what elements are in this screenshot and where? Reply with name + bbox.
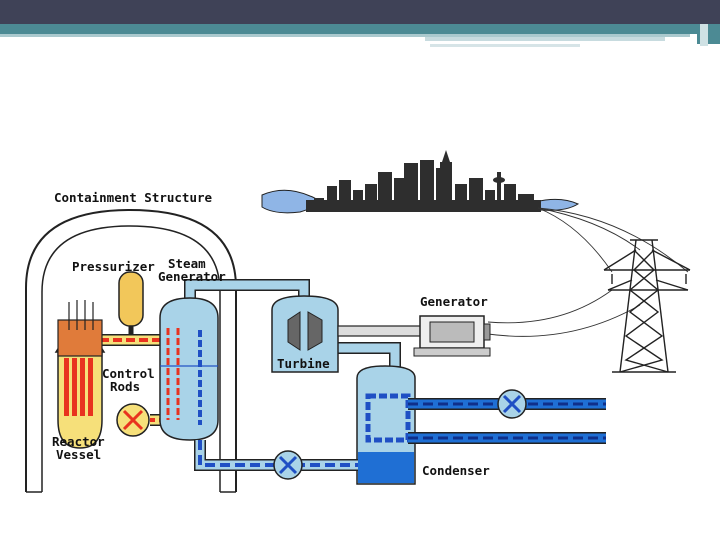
label-steam-generator-line2: Generator [158,269,226,284]
label-containment-structure: Containment Structure [54,190,213,205]
header-accent-line [425,37,665,41]
label-reactor-vessel-line1: Reactor [52,434,105,449]
city-skyline [261,150,580,214]
diagram-labels: Containment Structure Pressurizer Steam … [52,190,490,478]
containment-structure [25,208,237,493]
turbine-shaft [337,325,423,337]
steam-piping [184,279,401,368]
label-turbine: Turbine [277,356,330,371]
label-control-rods-line1: Control [102,366,155,381]
control-rod-lines [68,300,94,330]
turbine [271,295,339,373]
steam-generator [159,297,219,441]
fuel-rods [64,358,93,416]
header-stripe [0,24,700,34]
transmission-tower [603,239,691,373]
header-bar [0,0,720,24]
condenser [356,365,416,485]
generator [337,315,491,357]
power-lines [487,207,689,337]
header-accent-line-2 [430,44,580,47]
label-steam-generator-line1: Steam [168,256,206,271]
feedwater-loop [194,440,358,480]
label-pressurizer: Pressurizer [72,259,155,274]
reactor-coolant-pump [116,403,150,437]
city-buildings [306,150,541,212]
label-reactor-vessel-line2: Vessel [56,447,101,462]
label-control-rods-line2: Rods [110,379,140,394]
reactor-vessel [54,300,106,449]
label-condenser: Condenser [422,463,490,478]
pressurizer [118,271,144,340]
header-stripe-light [0,34,690,37]
header-corner-light [700,24,708,46]
label-generator: Generator [420,294,488,309]
cooling-water-loop [408,389,606,444]
